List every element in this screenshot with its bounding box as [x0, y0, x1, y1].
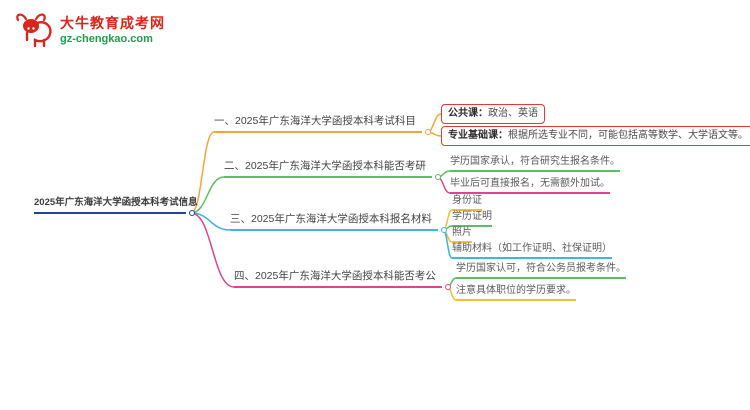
root-node[interactable]: 2025年广东海洋大学函授本科考试信息 — [34, 196, 198, 216]
branch-1-child-2[interactable]: 专业基础课：根据所选专业不同，可能包括高等数学、大学语文等。 — [441, 126, 750, 146]
site-name: 大牛教育成考网 — [60, 15, 165, 31]
branch-1-label: 一、2025年广东海洋大学函授本科考试科目 — [214, 115, 416, 127]
child-prefix: 专业基础课： — [448, 130, 508, 141]
branch-4[interactable]: 四、2025年广东海洋大学函授本科能否考公 — [234, 269, 451, 290]
child-text: 根据所选专业不同，可能包括高等数学、大学语文等。 — [508, 130, 748, 141]
site-url: gz-chengkao.com — [60, 33, 153, 45]
branch-2-child-1[interactable]: 学历国家承认，符合研究生报名条件。 — [450, 155, 620, 172]
branch-2-connector-dot — [435, 174, 441, 180]
link-root-branch3 — [190, 212, 231, 231]
branch-4-child-1[interactable]: 学历国家认可，符合公务员报考条件。 — [456, 262, 626, 279]
branch-4-connector-dot — [445, 284, 451, 290]
child-text: 政治、英语 — [488, 108, 538, 119]
link-branch3-child4 — [442, 229, 453, 259]
child-text: 照片 — [452, 227, 472, 238]
branch-2-child-2[interactable]: 毕业后可直接报名，无需额外加试。 — [450, 177, 610, 194]
branch-4-label: 四、2025年广东海洋大学函授本科能否考公 — [234, 270, 436, 282]
logo-text: 大牛教育成考网 gz-chengkao.com — [60, 14, 165, 46]
branch-3-label: 三、2025年广东海洋大学函授本科报名材料 — [230, 213, 432, 225]
branch-3-child-2[interactable]: 学历证明 — [452, 210, 492, 227]
child-text: 辅助材料（如工作证明、社保证明） — [452, 243, 612, 254]
child-text: 学历证明 — [452, 211, 492, 222]
child-text: 注意具体职位的学历要求。 — [456, 285, 576, 296]
root-connector-dot — [189, 210, 195, 216]
branch-3-child-1[interactable]: 身份证 — [452, 194, 482, 211]
branch-3-child-3[interactable]: 照片 — [452, 226, 472, 243]
root-label: 2025年广东海洋大学函授本科考试信息 — [34, 197, 198, 208]
child-text: 身份证 — [452, 195, 482, 206]
branch-3-connector-dot — [441, 227, 447, 233]
branch-3[interactable]: 三、2025年广东海洋大学函授本科报名材料 — [230, 212, 447, 233]
child-text: 学历国家认可，符合公务员报考条件。 — [456, 263, 626, 274]
branch-4-child-2[interactable]: 注意具体职位的学历要求。 — [456, 284, 576, 301]
child-text: 毕业后可直接报名，无需额外加试。 — [450, 178, 610, 189]
branch-1[interactable]: 一、2025年广东海洋大学函授本科考试科目 — [214, 114, 431, 135]
branch-1-connector-dot — [425, 129, 431, 135]
link-root-branch4 — [190, 212, 235, 288]
site-logo[interactable]: 大牛教育成考网 gz-chengkao.com — [14, 10, 165, 50]
child-text: 学历国家承认，符合研究生报名条件。 — [450, 156, 620, 167]
branch-2-label: 二、2025年广东海洋大学函授本科能否考研 — [224, 160, 426, 172]
branch-3-child-4[interactable]: 辅助材料（如工作证明、社保证明） — [452, 242, 612, 259]
child-prefix: 公共课： — [448, 108, 488, 119]
branch-1-child-1[interactable]: 公共课：政治、英语 — [441, 104, 545, 124]
bull-icon — [16, 13, 52, 48]
branch-2[interactable]: 二、2025年广东海洋大学函授本科能否考研 — [224, 159, 441, 180]
